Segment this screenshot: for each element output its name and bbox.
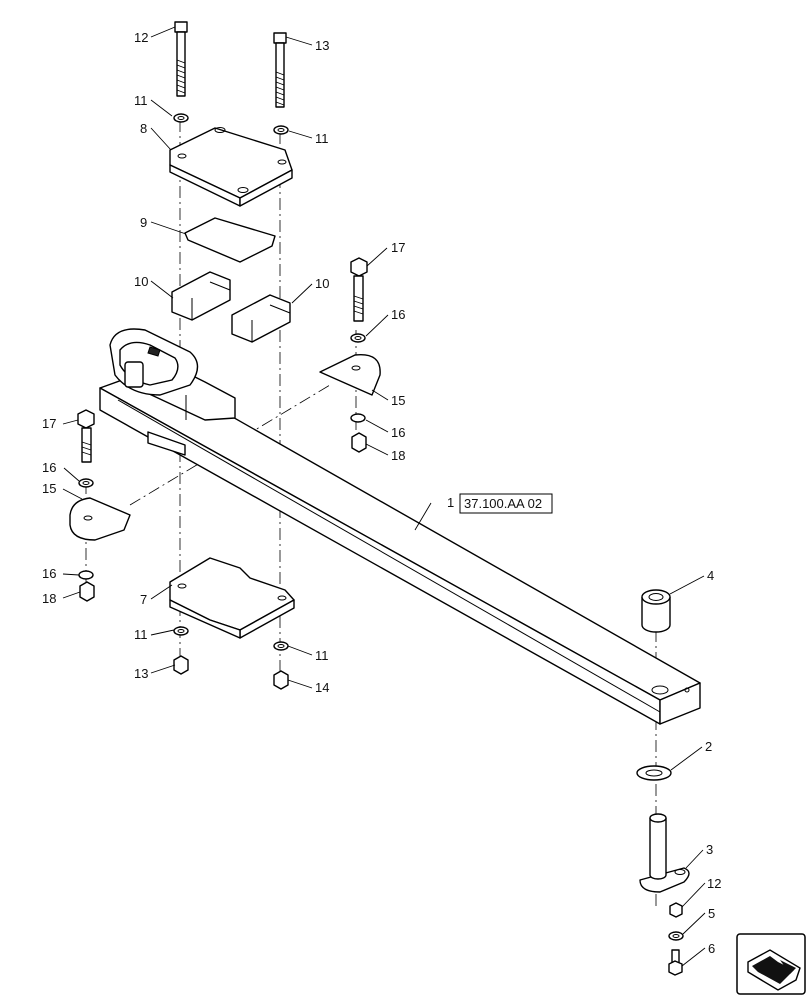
callout-18-right: 18: [391, 448, 405, 463]
pad-9-part: [184, 217, 276, 263]
nut-13-left-part: [173, 655, 189, 675]
bolt-6-part: [668, 949, 683, 976]
main-bar-part: [99, 369, 701, 725]
reference-label[interactable]: 37.100.AA 02: [464, 496, 542, 511]
next-page-arrow-icon[interactable]: [736, 933, 806, 995]
callout-9: 9: [140, 215, 147, 230]
nut-18-left-part: [79, 581, 95, 602]
spacer-10-left-part: [171, 271, 231, 321]
bolt-12-left-part: [174, 21, 188, 97]
bolt-17-right-part: [350, 257, 368, 322]
nut-14-part: [669, 902, 683, 918]
callout-11-bottom-left: 11: [134, 627, 148, 642]
pin-3-part: [639, 813, 690, 893]
washer-16-bottom-left-part: [78, 570, 94, 580]
washer-16-top-left-part: [78, 478, 94, 488]
bushing-4-part: [641, 589, 671, 633]
callout-7: 7: [140, 592, 147, 607]
callout-12-right: 13: [315, 38, 329, 53]
plate-15-left-part: [69, 497, 131, 541]
nut-13-right-part: [273, 670, 289, 690]
bolt-17-left-part: [77, 409, 95, 463]
callout-3: 3: [706, 842, 713, 857]
callout-15-left: 15: [42, 481, 56, 496]
callout-labels: 12 13 11 11 8 9 10 10 17 16 15 16 18 17 …: [42, 30, 721, 956]
callout-17-left: 17: [42, 416, 56, 431]
callout-11-top-left: 11: [134, 93, 148, 108]
callout-11-top-right: 11: [315, 131, 329, 146]
callout-6: 6: [708, 941, 715, 956]
washer-2-part: [636, 765, 672, 781]
callout-16-bottom-right: 16: [391, 425, 405, 440]
reference-box[interactable]: 37.100.AA 02: [459, 493, 553, 514]
washer-11-top-right-part: [273, 125, 289, 135]
callout-14-text: 12: [707, 876, 721, 891]
callout-4: 4: [707, 568, 714, 583]
washer-16-bottom-right-part: [350, 413, 366, 423]
callout-16-top-right: 16: [391, 307, 405, 322]
callout-8: 8: [140, 121, 147, 136]
washer-5-part: [668, 931, 684, 941]
callout-15-right: 15: [391, 393, 405, 408]
leader-lines: [62, 26, 706, 967]
callout-2: 2: [705, 739, 712, 754]
plate-15-right-part: [319, 353, 381, 396]
bottom-plate-7-part: [169, 557, 295, 639]
callout-12-left: 12: [134, 30, 148, 45]
hitch-clevis-part: [109, 328, 236, 456]
callout-10-left: 10: [134, 274, 148, 289]
washer-11-top-left-part: [173, 113, 189, 123]
callout-16-bottom-left: 16: [42, 566, 56, 581]
callout-10-right: 10: [315, 276, 329, 291]
callout-17-right: 17: [391, 240, 405, 255]
callout-11-bottom-right: 11: [315, 648, 329, 663]
callout-5: 5: [708, 906, 715, 921]
top-plate-8-part: [169, 127, 293, 207]
callout-1: 1: [447, 495, 454, 510]
washer-11-bottom-right-part: [273, 641, 289, 651]
callout-13-left: 13: [134, 666, 148, 681]
callout-18-left: 18: [42, 591, 56, 606]
spacer-10-right-part: [231, 294, 291, 343]
washer-11-bottom-left-part: [173, 626, 189, 636]
nut-18-right-part: [351, 432, 367, 453]
callout-13-right: 14: [315, 680, 329, 695]
callout-16-top-left: 16: [42, 460, 56, 475]
washer-16-top-right-part: [350, 333, 366, 343]
bolt-12-right-part: [273, 32, 287, 108]
